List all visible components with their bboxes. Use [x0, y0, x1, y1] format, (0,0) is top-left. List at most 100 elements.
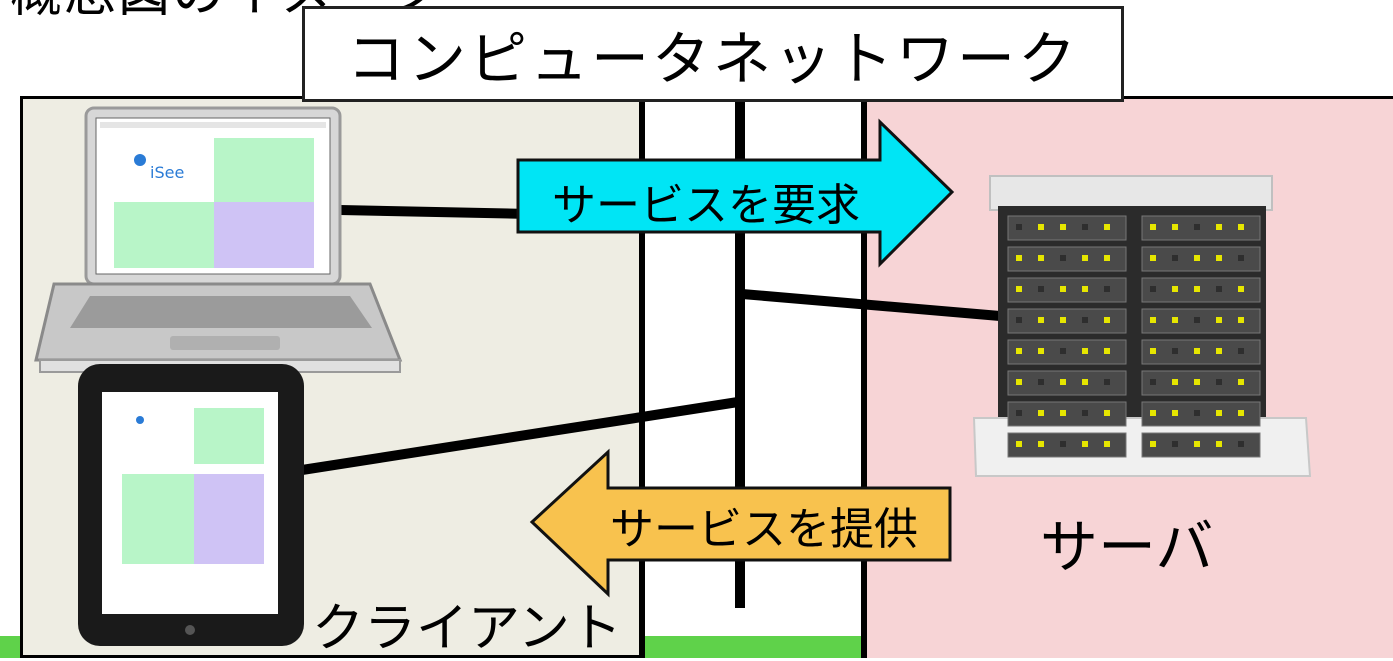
tablet-screen-panel-purple [194, 474, 264, 564]
server-led [1150, 348, 1156, 354]
network-title-label: コンピュータネットワーク [302, 6, 1124, 102]
server-led [1172, 410, 1178, 416]
server-led [1238, 224, 1244, 230]
server-led [1060, 379, 1066, 385]
server-led [1194, 255, 1200, 261]
server-led [1172, 379, 1178, 385]
server-led [1172, 255, 1178, 261]
server-led [1172, 441, 1178, 447]
server-led [1172, 286, 1178, 292]
server-connection-line [741, 289, 1001, 321]
server-led [1172, 224, 1178, 230]
server-led [1150, 255, 1156, 261]
server-led [1194, 379, 1200, 385]
laptop-connection-line [339, 205, 531, 219]
server-led [1216, 255, 1222, 261]
server-led [1016, 348, 1022, 354]
server-led [1082, 317, 1088, 323]
green-strip-left [0, 636, 20, 658]
laptop-screen-panel-green-bottom [114, 202, 214, 268]
server-led [1216, 286, 1222, 292]
laptop-screen-panel-green-top [214, 138, 314, 202]
server-led [1150, 410, 1156, 416]
server-unit [1141, 401, 1261, 427]
server-led [1238, 410, 1244, 416]
server-led [1038, 348, 1044, 354]
server-led [1104, 348, 1110, 354]
server-led [1060, 224, 1066, 230]
server-led [1082, 348, 1088, 354]
server-led [1104, 410, 1110, 416]
server-led [1060, 441, 1066, 447]
svg-text:iSee: iSee [150, 163, 184, 182]
tablet-screen-panel-green-bottom [122, 474, 194, 564]
server-led [1060, 410, 1066, 416]
server-led [1216, 410, 1222, 416]
server-led [1016, 317, 1022, 323]
server-label: サーバ [1040, 513, 1214, 581]
server-led [1216, 317, 1222, 323]
server-led [1016, 224, 1022, 230]
server-led [1150, 224, 1156, 230]
tablet-screen-panel-green-top [194, 408, 264, 464]
server-unit [1141, 339, 1261, 365]
server-led [1016, 286, 1022, 292]
green-strip-network [645, 636, 861, 658]
server-led [1104, 286, 1110, 292]
server-led [1172, 348, 1178, 354]
server-led [1216, 379, 1222, 385]
server-led [1104, 379, 1110, 385]
tablet-connection-line [301, 397, 739, 475]
server-led [1082, 441, 1088, 447]
server-led [1060, 255, 1066, 261]
server-led [1038, 255, 1044, 261]
server-led [1194, 224, 1200, 230]
request-arrow [516, 118, 955, 268]
server-led [1038, 379, 1044, 385]
server-led [1150, 379, 1156, 385]
server-led [1104, 441, 1110, 447]
server-led [1060, 286, 1066, 292]
server-led [1172, 317, 1178, 323]
provide-arrow [529, 448, 952, 598]
server-led [1104, 255, 1110, 261]
server-led [1016, 255, 1022, 261]
server-led [1194, 317, 1200, 323]
server-led [1038, 224, 1044, 230]
server-led [1238, 379, 1244, 385]
server-led [1194, 410, 1200, 416]
provide-arrow-label: サービスを提供 [610, 504, 918, 555]
server-led [1060, 317, 1066, 323]
server-led [1150, 441, 1156, 447]
server-led [1038, 286, 1044, 292]
laptop-icon: iSee [34, 106, 403, 373]
server-led [1016, 441, 1022, 447]
server-led [1082, 286, 1088, 292]
server-led [1194, 286, 1200, 292]
server-led [1150, 317, 1156, 323]
laptop-screen-panel-purple [214, 202, 314, 268]
server-led [1082, 379, 1088, 385]
server-rack-icon [972, 175, 1312, 477]
server-led [1216, 348, 1222, 354]
client-label: クライアント [312, 599, 622, 659]
server-led [1060, 348, 1066, 354]
server-led [1038, 317, 1044, 323]
server-led [1238, 286, 1244, 292]
server-led [1104, 317, 1110, 323]
server-led [1238, 255, 1244, 261]
server-led [1104, 224, 1110, 230]
server-led [1016, 379, 1022, 385]
server-led [1238, 348, 1244, 354]
server-led [1216, 441, 1222, 447]
server-led [1238, 441, 1244, 447]
server-led [1038, 441, 1044, 447]
server-led [1150, 286, 1156, 292]
tablet-icon [78, 364, 304, 646]
server-led [1216, 224, 1222, 230]
server-led [1194, 348, 1200, 354]
server-led [1082, 255, 1088, 261]
server-led [1038, 410, 1044, 416]
